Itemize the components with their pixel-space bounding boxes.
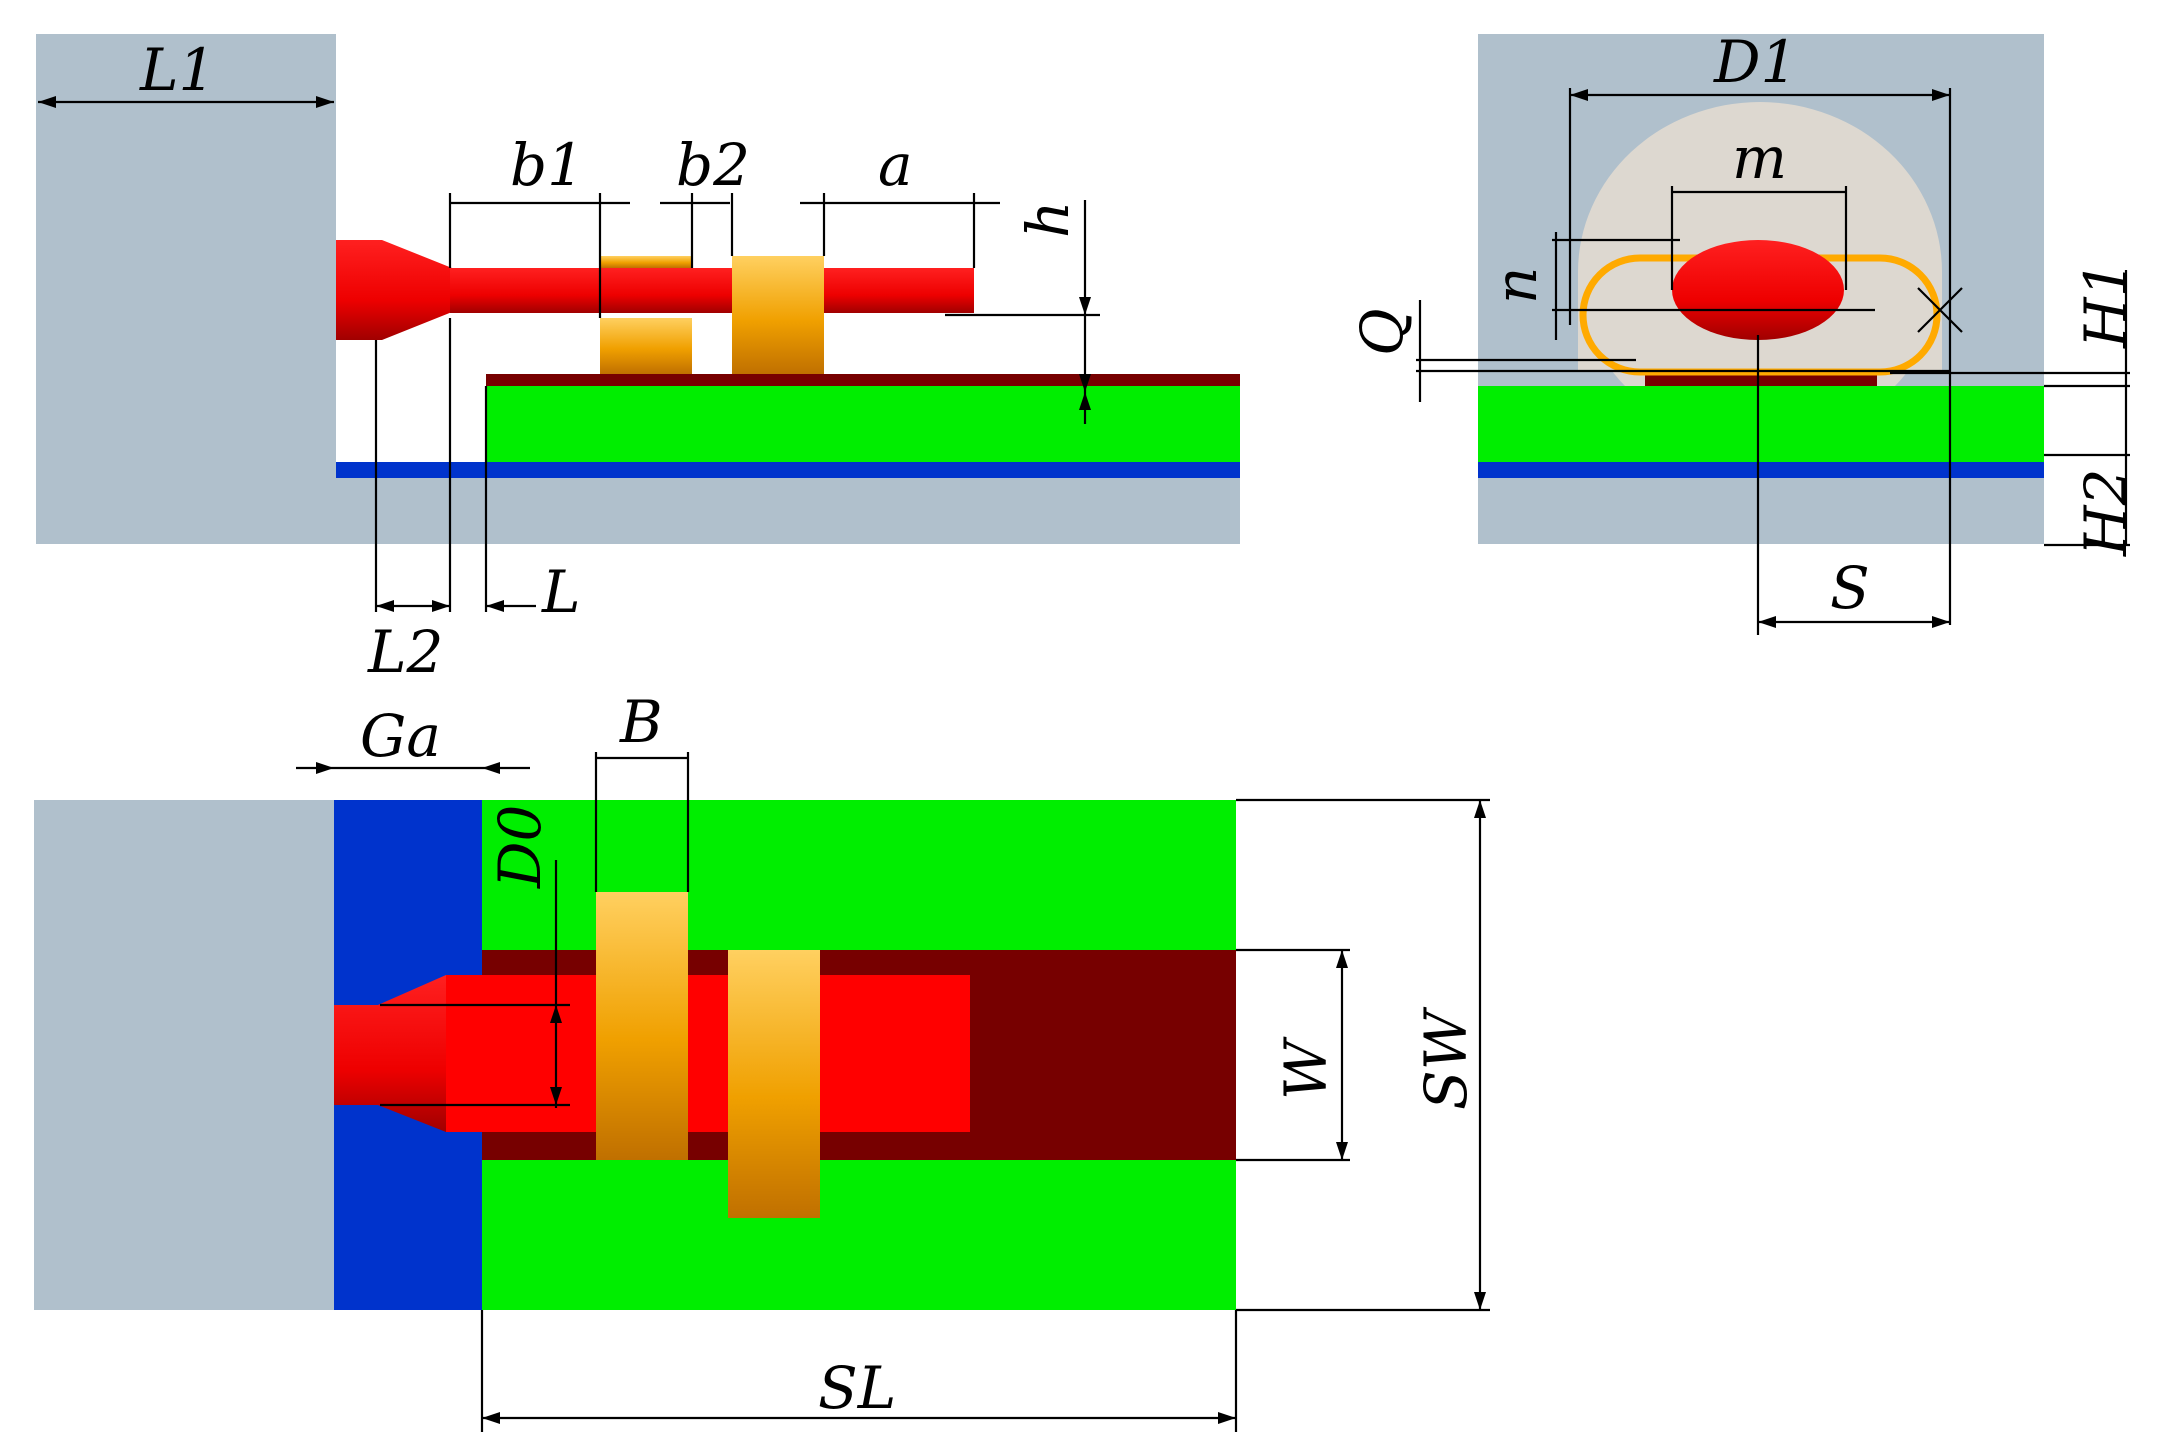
side-view <box>36 34 1240 544</box>
label-S: S <box>1830 554 1870 622</box>
cross-center-conductor <box>1672 240 1844 340</box>
cross-ground-plane <box>1478 462 2044 478</box>
label-a: a <box>878 131 913 199</box>
dimension-labels: L1 b1 b2 a h L L2 D1 m n Q H1 H2 S Ga B … <box>139 28 2140 1422</box>
label-Q: Q <box>1348 308 1416 356</box>
label-D0: D0 <box>486 805 554 889</box>
top-bond-ribbon-2 <box>728 950 820 1218</box>
side-substrate <box>486 386 1240 462</box>
top-bond-ribbon-1 <box>596 892 688 1160</box>
label-n: n <box>1482 267 1550 304</box>
label-m: m <box>1732 124 1787 192</box>
side-view-dimensions <box>38 96 1100 612</box>
side-bottom-ground <box>336 478 1240 544</box>
cross-section-dimensions <box>1416 88 2130 635</box>
side-ground-plane <box>336 462 1240 478</box>
label-SL: SL <box>818 1354 896 1422</box>
label-SW: SW <box>1412 1006 1480 1110</box>
label-b2: b2 <box>676 131 750 199</box>
top-view-dimensions <box>296 752 1490 1432</box>
label-D1: D1 <box>1713 28 1797 96</box>
label-L: L <box>541 558 581 626</box>
label-L1: L1 <box>139 36 215 104</box>
cross-section-view <box>1478 34 2044 544</box>
side-bond-ribbon-1-top <box>600 256 692 268</box>
side-bond-ribbon-2 <box>732 256 824 374</box>
top-coax-taper <box>334 975 446 1132</box>
top-ground-block <box>34 800 334 1310</box>
label-B: B <box>619 688 663 756</box>
label-L2: L2 <box>367 618 443 686</box>
label-H2: H2 <box>2072 469 2140 557</box>
side-conductor-overlay <box>692 268 732 313</box>
side-left-ground-block <box>36 34 336 544</box>
side-microstrip <box>486 374 1240 386</box>
label-W: W <box>1272 1036 1340 1100</box>
cross-substrate <box>1478 386 2044 462</box>
side-coax-taper <box>336 240 452 340</box>
side-conductor-overlay-2 <box>824 268 974 313</box>
top-center-conductor <box>446 975 970 1132</box>
label-h: h <box>1014 201 1082 238</box>
label-b1: b1 <box>510 131 584 199</box>
side-bond-ribbon-1-bottom <box>600 318 692 374</box>
top-view <box>34 800 1236 1310</box>
label-H1: H1 <box>2072 261 2140 349</box>
label-Ga: Ga <box>360 702 441 770</box>
